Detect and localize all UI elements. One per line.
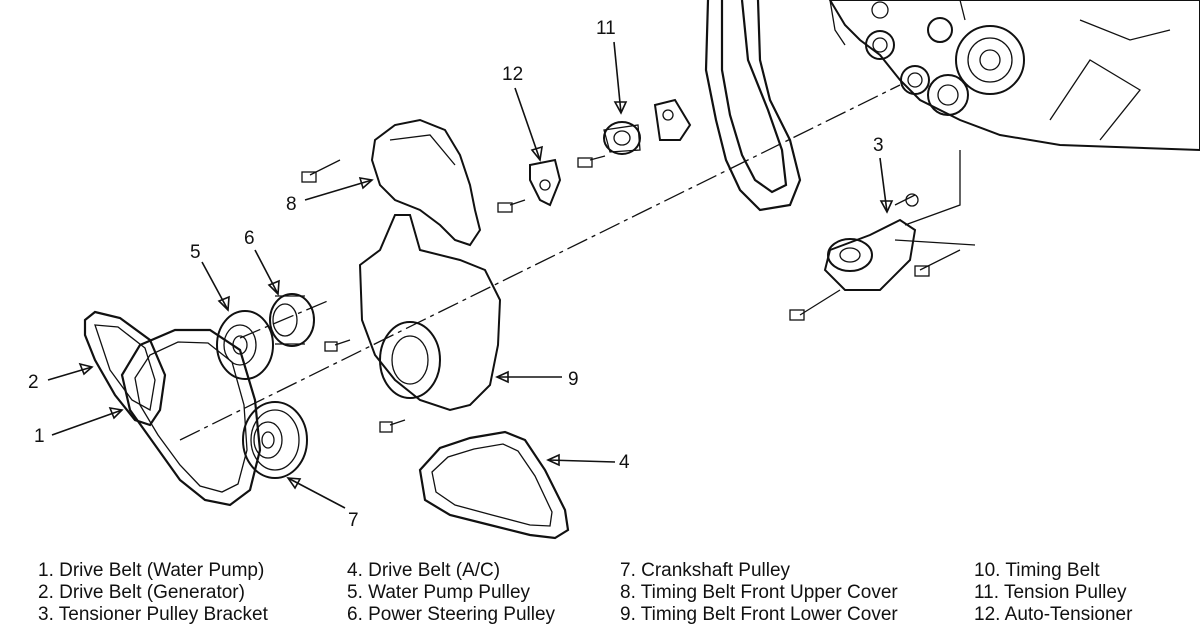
callout-6: 6 [244,228,255,249]
leader-lines [47,41,894,509]
legend-item-8: 8. Timing Belt Front Upper Cover [620,582,898,603]
callout-7: 7 [348,510,359,531]
legend-item-10: 10. Timing Belt [974,560,1100,581]
drive-belt-ac-part [418,430,570,540]
power-steering-pulley-part [269,293,315,347]
callout-4: 4 [619,452,630,473]
callout-3: 3 [873,135,884,156]
drive-belt-water-pump-part [120,328,262,507]
timing-belt-part [704,0,802,212]
legend-item-11: 11. Tension Pulley [974,582,1127,603]
callout-8: 8 [286,194,297,215]
tensioner-pulley-bracket-part [789,150,976,321]
legend-column-4: 10. Timing Belt 11. Tension Pulley 12. A… [974,560,1132,626]
legend-item-7: 7. Crankshaft Pulley [620,560,791,581]
legend-item-5: 5. Water Pump Pulley [347,582,531,603]
drive-belt-generator-part [83,310,167,427]
tension-pulley-part [577,98,692,168]
alignment-centerline-2 [239,299,331,339]
callout-5: 5 [190,242,201,263]
legend-item-9: 9. Timing Belt Front Lower Cover [620,604,898,625]
legend-item-2: 2. Drive Belt (Generator) [38,582,245,603]
legend-column-3: 7. Crankshaft Pulley 8. Timing Belt Fron… [620,560,898,626]
callout-9: 9 [568,369,579,390]
legend-column-2: 4. Drive Belt (A/C) 5. Water Pump Pulley… [347,560,555,626]
timing-belt-front-upper-cover-part [301,118,482,247]
alignment-centerline [179,84,901,441]
parts-legend: 1. Drive Belt (Water Pump) 2. Drive Belt… [38,560,1188,626]
engine-block [828,0,1200,152]
callout-1: 1 [34,426,45,447]
legend-column-1: 1. Drive Belt (Water Pump) 2. Drive Belt… [38,560,268,626]
callout-11: 11 [596,18,616,39]
legend-item-12: 12. Auto-Tensioner [974,604,1133,625]
legend-item-1: 1. Drive Belt (Water Pump) [38,560,265,581]
crankshaft-pulley-part [242,401,308,479]
auto-tensioner-part [497,158,562,213]
legend-item-6: 6. Power Steering Pulley [347,604,556,625]
timing-belt-front-lower-cover-part [324,214,502,433]
legend-item-3: 3. Tensioner Pulley Bracket [38,604,268,625]
callout-2: 2 [28,372,39,393]
legend-item-4: 4. Drive Belt (A/C) [347,560,501,581]
callout-12: 12 [502,64,523,85]
water-pump-pulley-part [216,310,274,380]
